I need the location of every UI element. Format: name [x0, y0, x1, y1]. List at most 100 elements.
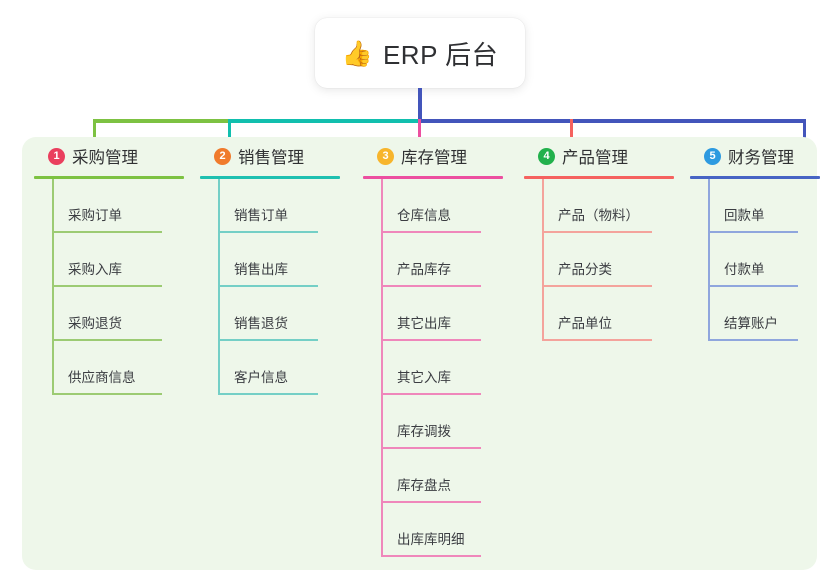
branch-item-label: 结算账户	[724, 316, 778, 331]
branch-item[interactable]: 仓库信息	[381, 179, 503, 233]
branch-badge-5: 5	[704, 147, 721, 165]
branch-item-rule	[381, 339, 481, 341]
branch-item-label: 产品库存	[397, 262, 451, 277]
branch-item[interactable]: 采购入库	[52, 233, 184, 287]
branch-item[interactable]: 其它入库	[381, 341, 503, 395]
bus-segment-sales	[228, 119, 420, 123]
thumbs-up-icon: 👍	[341, 38, 373, 68]
branch-item-label: 其它出库	[397, 316, 451, 331]
branch-item-label: 销售退货	[234, 316, 288, 331]
branch-item[interactable]: 出库库明细	[381, 503, 503, 557]
branch-item-rule	[542, 339, 652, 341]
branch-badge-4: 4	[538, 147, 555, 165]
branch-item-label: 产品单位	[558, 316, 612, 331]
branch-item-label: 回款单	[724, 208, 765, 223]
branch-item-label: 采购退货	[68, 316, 122, 331]
branch-item-label: 采购订单	[68, 208, 122, 223]
drop-line-purchase	[93, 119, 96, 153]
branch-item[interactable]: 付款单	[708, 233, 820, 287]
root-node[interactable]: 👍 ERP 后台	[315, 18, 525, 88]
branch-header-4[interactable]: 4 产品管理	[524, 143, 674, 169]
branch-items-3: 仓库信息产品库存其它出库其它入库库存调拨库存盘点出库库明细	[363, 179, 503, 557]
branch-items-1: 采购订单采购入库采购退货供应商信息	[34, 179, 184, 395]
branch-header-rule	[200, 176, 340, 179]
branch-item-rule	[218, 285, 318, 287]
branch-item-label: 付款单	[724, 262, 765, 277]
branch-item-rule	[52, 231, 162, 233]
branch-item-label: 产品（物料）	[558, 208, 639, 223]
branch-item-label: 供应商信息	[68, 370, 136, 385]
branch-item-label: 库存盘点	[397, 478, 451, 493]
branch-header-rule	[690, 176, 820, 179]
branch-item-rule	[52, 339, 162, 341]
branch-item[interactable]: 采购退货	[52, 287, 184, 341]
branch-item-label: 采购入库	[68, 262, 122, 277]
branch-spine	[218, 179, 220, 395]
branch-item[interactable]: 产品库存	[381, 233, 503, 287]
branch-item-rule	[381, 285, 481, 287]
branch-column-2: 2 销售管理销售订单销售出库销售退货客户信息	[200, 143, 340, 395]
branch-item[interactable]: 库存盘点	[381, 449, 503, 503]
branch-header-label: 产品管理	[562, 149, 628, 167]
branch-items-5: 回款单付款单结算账户	[690, 179, 820, 341]
branch-header-label: 库存管理	[401, 149, 467, 167]
branch-item[interactable]: 采购订单	[52, 179, 184, 233]
branch-spine	[708, 179, 710, 341]
branch-item[interactable]: 结算账户	[708, 287, 820, 341]
branch-item[interactable]: 供应商信息	[52, 341, 184, 395]
branch-item-rule	[708, 339, 798, 341]
branch-item[interactable]: 产品分类	[542, 233, 674, 287]
drop-line-inventory	[418, 119, 421, 153]
branch-item[interactable]: 销售退货	[218, 287, 340, 341]
branch-item[interactable]: 回款单	[708, 179, 820, 233]
branch-header-2[interactable]: 2 销售管理	[200, 143, 340, 169]
branch-badge-2: 2	[214, 147, 231, 165]
branch-spine	[52, 179, 54, 395]
bus-segment-inventory-product	[418, 119, 683, 123]
branch-item[interactable]: 库存调拨	[381, 395, 503, 449]
branch-header-3[interactable]: 3 库存管理	[363, 143, 503, 169]
branch-item[interactable]: 销售订单	[218, 179, 340, 233]
branch-badge-3: 3	[377, 147, 394, 165]
branch-item-rule	[52, 285, 162, 287]
branch-item-rule	[52, 393, 162, 395]
bus-segment-purchase	[93, 119, 230, 123]
branch-header-rule	[34, 176, 184, 179]
branch-header-rule	[524, 176, 674, 179]
branch-column-3: 3 库存管理仓库信息产品库存其它出库其它入库库存调拨库存盘点出库库明细	[363, 143, 503, 557]
branch-item-rule	[542, 231, 652, 233]
branch-item-rule	[218, 231, 318, 233]
branches-panel	[22, 137, 817, 570]
branch-item[interactable]: 产品单位	[542, 287, 674, 341]
branch-item-label: 仓库信息	[397, 208, 451, 223]
branch-item-rule	[218, 339, 318, 341]
drop-line-finance	[803, 119, 806, 153]
branch-items-2: 销售订单销售出库销售退货客户信息	[200, 179, 340, 395]
drop-line-sales	[228, 119, 231, 153]
branch-item[interactable]: 产品（物料）	[542, 179, 674, 233]
branch-spine	[381, 179, 383, 557]
branch-item-rule	[708, 285, 798, 287]
branch-item-label: 库存调拨	[397, 424, 451, 439]
branch-item-label: 销售出库	[234, 262, 288, 277]
branch-item-rule	[381, 447, 481, 449]
branch-item[interactable]: 客户信息	[218, 341, 340, 395]
branch-item-label: 产品分类	[558, 262, 612, 277]
branch-item[interactable]: 其它出库	[381, 287, 503, 341]
drop-line-product	[570, 119, 573, 153]
root-node-title: ERP 后台	[382, 39, 499, 70]
branch-item-label: 客户信息	[234, 370, 288, 385]
branch-header-rule	[363, 176, 503, 179]
branch-item-label: 其它入库	[397, 370, 451, 385]
branch-item-rule	[381, 231, 481, 233]
branch-item-rule	[542, 285, 652, 287]
branch-spine	[542, 179, 544, 341]
branch-header-label: 销售管理	[238, 149, 304, 167]
branch-item[interactable]: 销售出库	[218, 233, 340, 287]
branch-item-label: 出库库明细	[397, 532, 465, 547]
